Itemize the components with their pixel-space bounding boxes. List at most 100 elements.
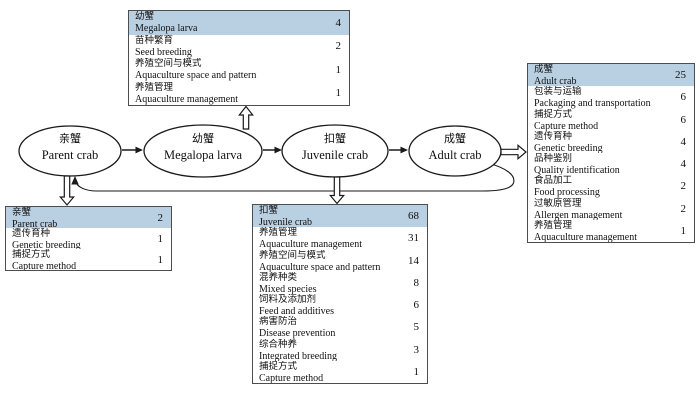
topic-en: Packaging and transportation	[534, 98, 651, 109]
stage-juvenile-en: Juvenile crab	[301, 148, 369, 162]
topic-en: Aquaculture management	[135, 93, 239, 105]
topic-count: 31	[408, 232, 419, 245]
topic-en: Integrated breeding	[259, 350, 338, 361]
topic-en: Aquaculture management	[259, 239, 363, 250]
topic-en: Mixed species	[259, 283, 317, 294]
topic-count: 5	[413, 321, 420, 334]
stage-adult-zh: 成蟹	[444, 133, 466, 145]
box-header: 幼蟹 Megalopa larva 4	[129, 11, 349, 35]
topic-count: 1	[157, 232, 164, 245]
feedback-curve-adult-to-parent	[74, 162, 515, 192]
topic-en: Quality identification	[534, 165, 620, 176]
topic-count: 1	[680, 224, 687, 237]
topic-count: 4	[680, 158, 687, 171]
topic-en: Disease prevention	[259, 328, 336, 339]
topic-count: 2	[680, 202, 687, 215]
box-header: 亲蟹 Parent crab 2	[6, 207, 171, 228]
topic-count: 1	[157, 253, 164, 266]
stage-juvenile-zh: 扣蟹	[324, 133, 346, 145]
topic-zh: 苗种繁育	[135, 35, 174, 46]
topic-en: Genetic breeding	[534, 142, 603, 153]
hollow-arrow-megalopa-box	[238, 105, 254, 130]
topic-en: Aquaculture space and pattern	[135, 70, 257, 81]
topic-en: Aquaculture space and pattern	[259, 261, 381, 272]
topic-count: 3	[413, 343, 420, 356]
box-header-zh: 幼蟹	[135, 12, 155, 22]
topic-zh: 饲料及添加剂	[259, 295, 317, 305]
topic-zh: 病害防治	[259, 317, 298, 328]
topic-zh: 混养种类	[259, 272, 298, 283]
box-header: 扣蟹 Juvenile crab 68	[253, 205, 427, 228]
hollow-arrow-juvenile-box	[329, 176, 345, 205]
topic-count: 8	[413, 276, 420, 289]
topic-zh: 捕捉方式	[534, 109, 573, 120]
topic-en: Feed and additives	[259, 306, 334, 317]
topic-zh: 养殖空间与模式	[259, 250, 326, 261]
stage-juvenile-crab: 扣蟹 Juvenile crab	[270, 133, 400, 162]
topic-count: 6	[680, 91, 687, 104]
topic-count: 2	[680, 180, 687, 193]
box-header-zh: 扣蟹	[259, 206, 279, 216]
stage-parent-en: Parent crab	[41, 148, 99, 162]
topic-count: 1	[335, 63, 342, 76]
box-header-count: 25	[675, 69, 686, 82]
stage-adult-crab: 成蟹 Adult crab	[390, 133, 520, 162]
box-header-zh: 亲蟹	[12, 208, 32, 218]
box-header-zh: 成蟹	[534, 65, 554, 75]
topic-en: Capture method	[534, 120, 599, 131]
box-header-en: Adult crab	[534, 76, 577, 87]
stage-adult-en: Adult crab	[428, 148, 482, 162]
stage-parent-crab: 亲蟹 Parent crab	[5, 133, 135, 162]
topic-zh: 包装与运输	[534, 87, 582, 98]
box-header-en: Megalopa larva	[135, 23, 198, 34]
box-header-en: Parent crab	[12, 219, 58, 228]
topic-en: Capture method	[259, 372, 324, 383]
topic-count: 6	[680, 113, 687, 126]
topic-zh: 捕捉方式	[12, 250, 51, 260]
stage-megalopa-zh: 幼蟹	[192, 133, 214, 145]
topic-zh: 食品加工	[534, 176, 573, 187]
topic-en: Seed breeding	[135, 46, 192, 58]
topic-count: 1	[413, 365, 420, 378]
stage-megalopa-larva: 幼蟹 Megalopa larva	[138, 133, 268, 162]
topic-count: 4	[680, 135, 687, 148]
topic-zh: 养殖管理	[135, 82, 174, 93]
topic-count: 14	[408, 254, 419, 267]
box-header-count: 2	[157, 211, 164, 224]
topic-zh: 捕捉方式	[259, 361, 298, 372]
topic-zh: 养殖空间与模式	[135, 59, 202, 69]
box-header-count: 68	[408, 210, 419, 223]
topic-count: 1	[335, 87, 342, 100]
topic-zh: 品种鉴别	[534, 154, 573, 164]
box-header: 成蟹 Adult crab 25	[528, 64, 694, 87]
topic-zh: 遗传育种	[534, 131, 573, 142]
hollow-arrow-parent-box	[59, 175, 75, 206]
topic-count: 6	[413, 299, 420, 312]
topic-en: Allergen management	[534, 209, 623, 220]
stage-parent-zh: 亲蟹	[59, 133, 81, 145]
topic-zh: 养殖管理	[259, 228, 298, 239]
topic-zh: 遗传育种	[12, 229, 51, 239]
topic-zh: 过敏原管理	[534, 198, 582, 209]
